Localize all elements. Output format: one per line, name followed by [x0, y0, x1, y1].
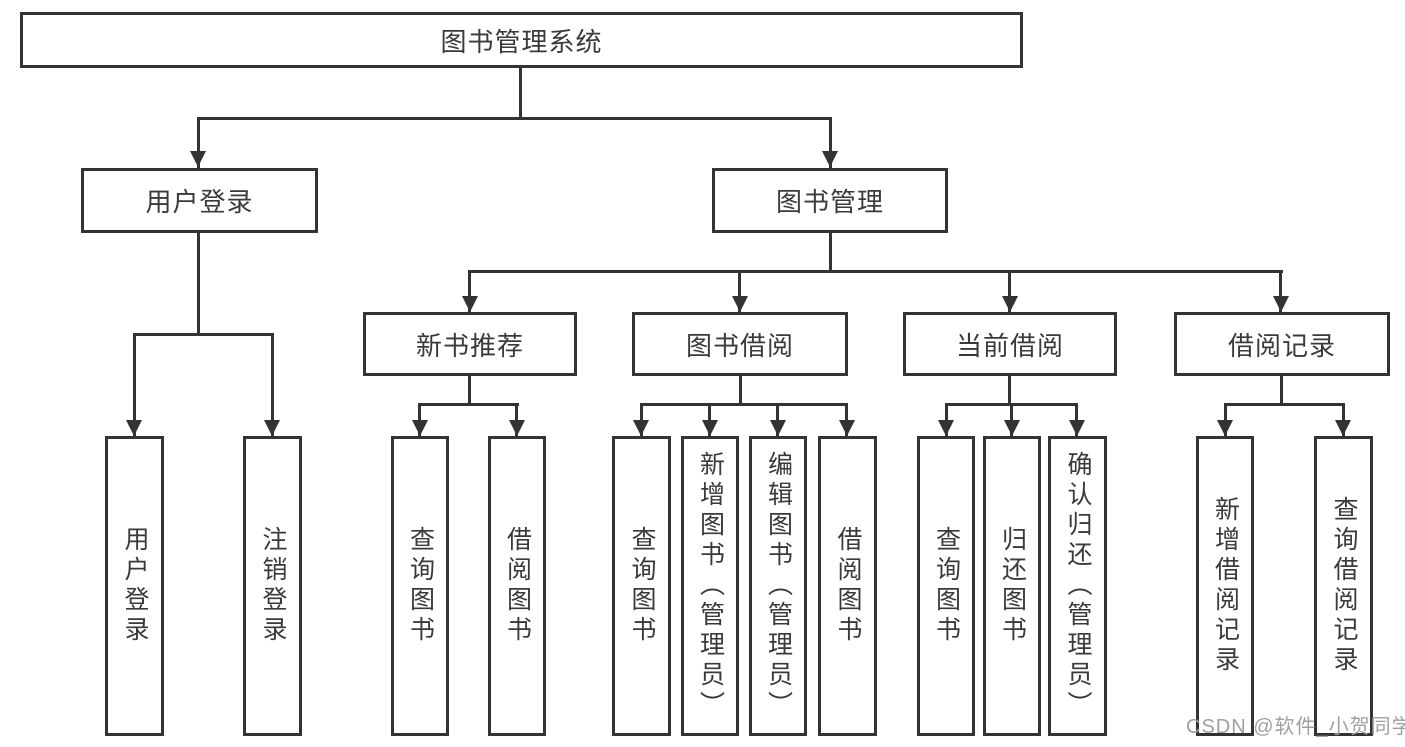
connector-line	[845, 403, 848, 436]
node-logout: 注销登录	[243, 436, 302, 736]
connector-line	[640, 403, 643, 436]
arrowhead-down-icon	[1217, 420, 1233, 436]
arrowhead-down-icon	[702, 420, 718, 436]
arrowhead-down-icon	[1002, 296, 1018, 312]
arrowhead-down-icon	[1335, 420, 1351, 436]
node-login-label: 用户登录	[121, 526, 149, 646]
node-label: 查询图书	[628, 526, 656, 646]
arrowhead-down-icon	[1069, 420, 1085, 436]
connector-level3-rail	[468, 270, 1283, 273]
connector-line	[197, 117, 200, 168]
node-search-borrow-record: 查询借阅记录	[1314, 436, 1373, 736]
connector-new-book-stem	[468, 376, 471, 405]
arrowhead-down-icon	[509, 420, 525, 436]
connector-line	[515, 403, 518, 436]
arrowhead-down-icon	[1273, 296, 1289, 312]
connector-line	[1075, 403, 1078, 436]
connector-root-stem	[519, 68, 522, 118]
node-new-book-recommend-label: 新书推荐	[415, 330, 524, 361]
connector-line	[468, 270, 471, 312]
connector-line	[945, 403, 948, 436]
arrowhead-down-icon	[190, 151, 206, 167]
node-label: 借阅图书	[834, 526, 862, 646]
node-borrow-record-label: 借阅记录	[1227, 330, 1336, 361]
node-root-label: 图书管理系统	[440, 26, 603, 57]
connector-borrow-record-stem	[1280, 376, 1283, 405]
arrowhead-down-icon	[126, 420, 142, 436]
node-user-login-label: 用户登录	[145, 187, 254, 217]
node-search-book-recommend: 查询图书	[391, 436, 449, 736]
node-label: 确认归还（管理员）	[1064, 451, 1092, 721]
node-label: 借阅图书	[503, 526, 532, 646]
node-confirm-return-admin: 确认归还（管理员）	[1048, 436, 1107, 736]
node-root: 图书管理系统	[20, 12, 1023, 68]
node-book-borrow-label: 图书借阅	[685, 330, 794, 361]
node-label: 查询图书	[406, 526, 435, 646]
node-label: 查询图书	[932, 526, 961, 646]
node-label: 新增借阅记录	[1211, 496, 1240, 676]
node-book-borrow: 图书借阅	[632, 312, 848, 376]
node-current-borrow-label: 当前借阅	[955, 330, 1064, 361]
node-add-borrow-record: 新增借阅记录	[1196, 436, 1254, 736]
node-new-book-recommend: 新书推荐	[363, 312, 577, 376]
connector-line	[1279, 270, 1282, 312]
connector-line	[738, 270, 741, 312]
arrowhead-down-icon	[938, 420, 954, 436]
node-edit-book-admin: 编辑图书（管理员）	[749, 436, 807, 736]
connector-level2-rail	[197, 117, 832, 120]
node-return-book: 归还图书	[983, 436, 1041, 736]
arrowhead-down-icon	[770, 420, 786, 436]
node-search-book-current: 查询图书	[917, 436, 975, 736]
node-logout-label: 注销登录	[259, 526, 287, 646]
node-book-management-label: 图书管理	[775, 187, 884, 217]
connector-new-book-rail	[418, 403, 519, 406]
node-login: 用户登录	[105, 436, 164, 736]
connector-line	[133, 333, 136, 436]
node-borrow-book: 借阅图书	[818, 436, 877, 736]
arrowhead-down-icon	[732, 296, 748, 312]
connector-line	[829, 117, 832, 168]
csdn-watermark: CSDN @软件_小贺同学	[1186, 716, 1405, 738]
connector-user-login-stem	[197, 233, 200, 335]
arrowhead-down-icon	[412, 420, 428, 436]
connector-book-borrow-rail	[640, 403, 848, 406]
connector-line	[418, 403, 421, 436]
connector-line	[1342, 403, 1345, 436]
node-add-book-admin: 新增图书（管理员）	[681, 436, 739, 736]
connector-book-borrow-stem	[739, 376, 742, 405]
connector-borrow-record-rail	[1224, 403, 1345, 406]
connector-current-borrow-stem	[1008, 376, 1011, 405]
connector-line	[708, 403, 711, 436]
arrowhead-down-icon	[264, 420, 280, 436]
connector-line	[271, 333, 274, 436]
connector-book-management-stem	[829, 233, 832, 273]
connector-line	[1010, 403, 1013, 436]
arrowhead-down-icon	[1004, 420, 1020, 436]
node-borrow-book-recommend: 借阅图书	[488, 436, 546, 736]
node-current-borrow: 当前借阅	[903, 312, 1117, 376]
node-search-book-borrow: 查询图书	[612, 436, 671, 736]
arrowhead-down-icon	[462, 296, 478, 312]
connector-line	[1008, 270, 1011, 312]
node-label: 归还图书	[998, 526, 1027, 646]
node-borrow-record: 借阅记录	[1174, 312, 1390, 376]
node-book-management: 图书管理	[712, 168, 948, 233]
node-label: 编辑图书（管理员）	[764, 451, 793, 721]
arrowhead-down-icon	[839, 420, 855, 436]
connector-line	[1224, 403, 1227, 436]
arrowhead-down-icon	[633, 420, 649, 436]
connector-user-login-rail	[133, 333, 274, 336]
connector-line	[776, 403, 779, 436]
arrowhead-down-icon	[822, 151, 838, 167]
node-user-login: 用户登录	[81, 168, 318, 233]
node-label: 查询借阅记录	[1330, 496, 1358, 676]
node-label: 新增图书（管理员）	[696, 451, 725, 721]
